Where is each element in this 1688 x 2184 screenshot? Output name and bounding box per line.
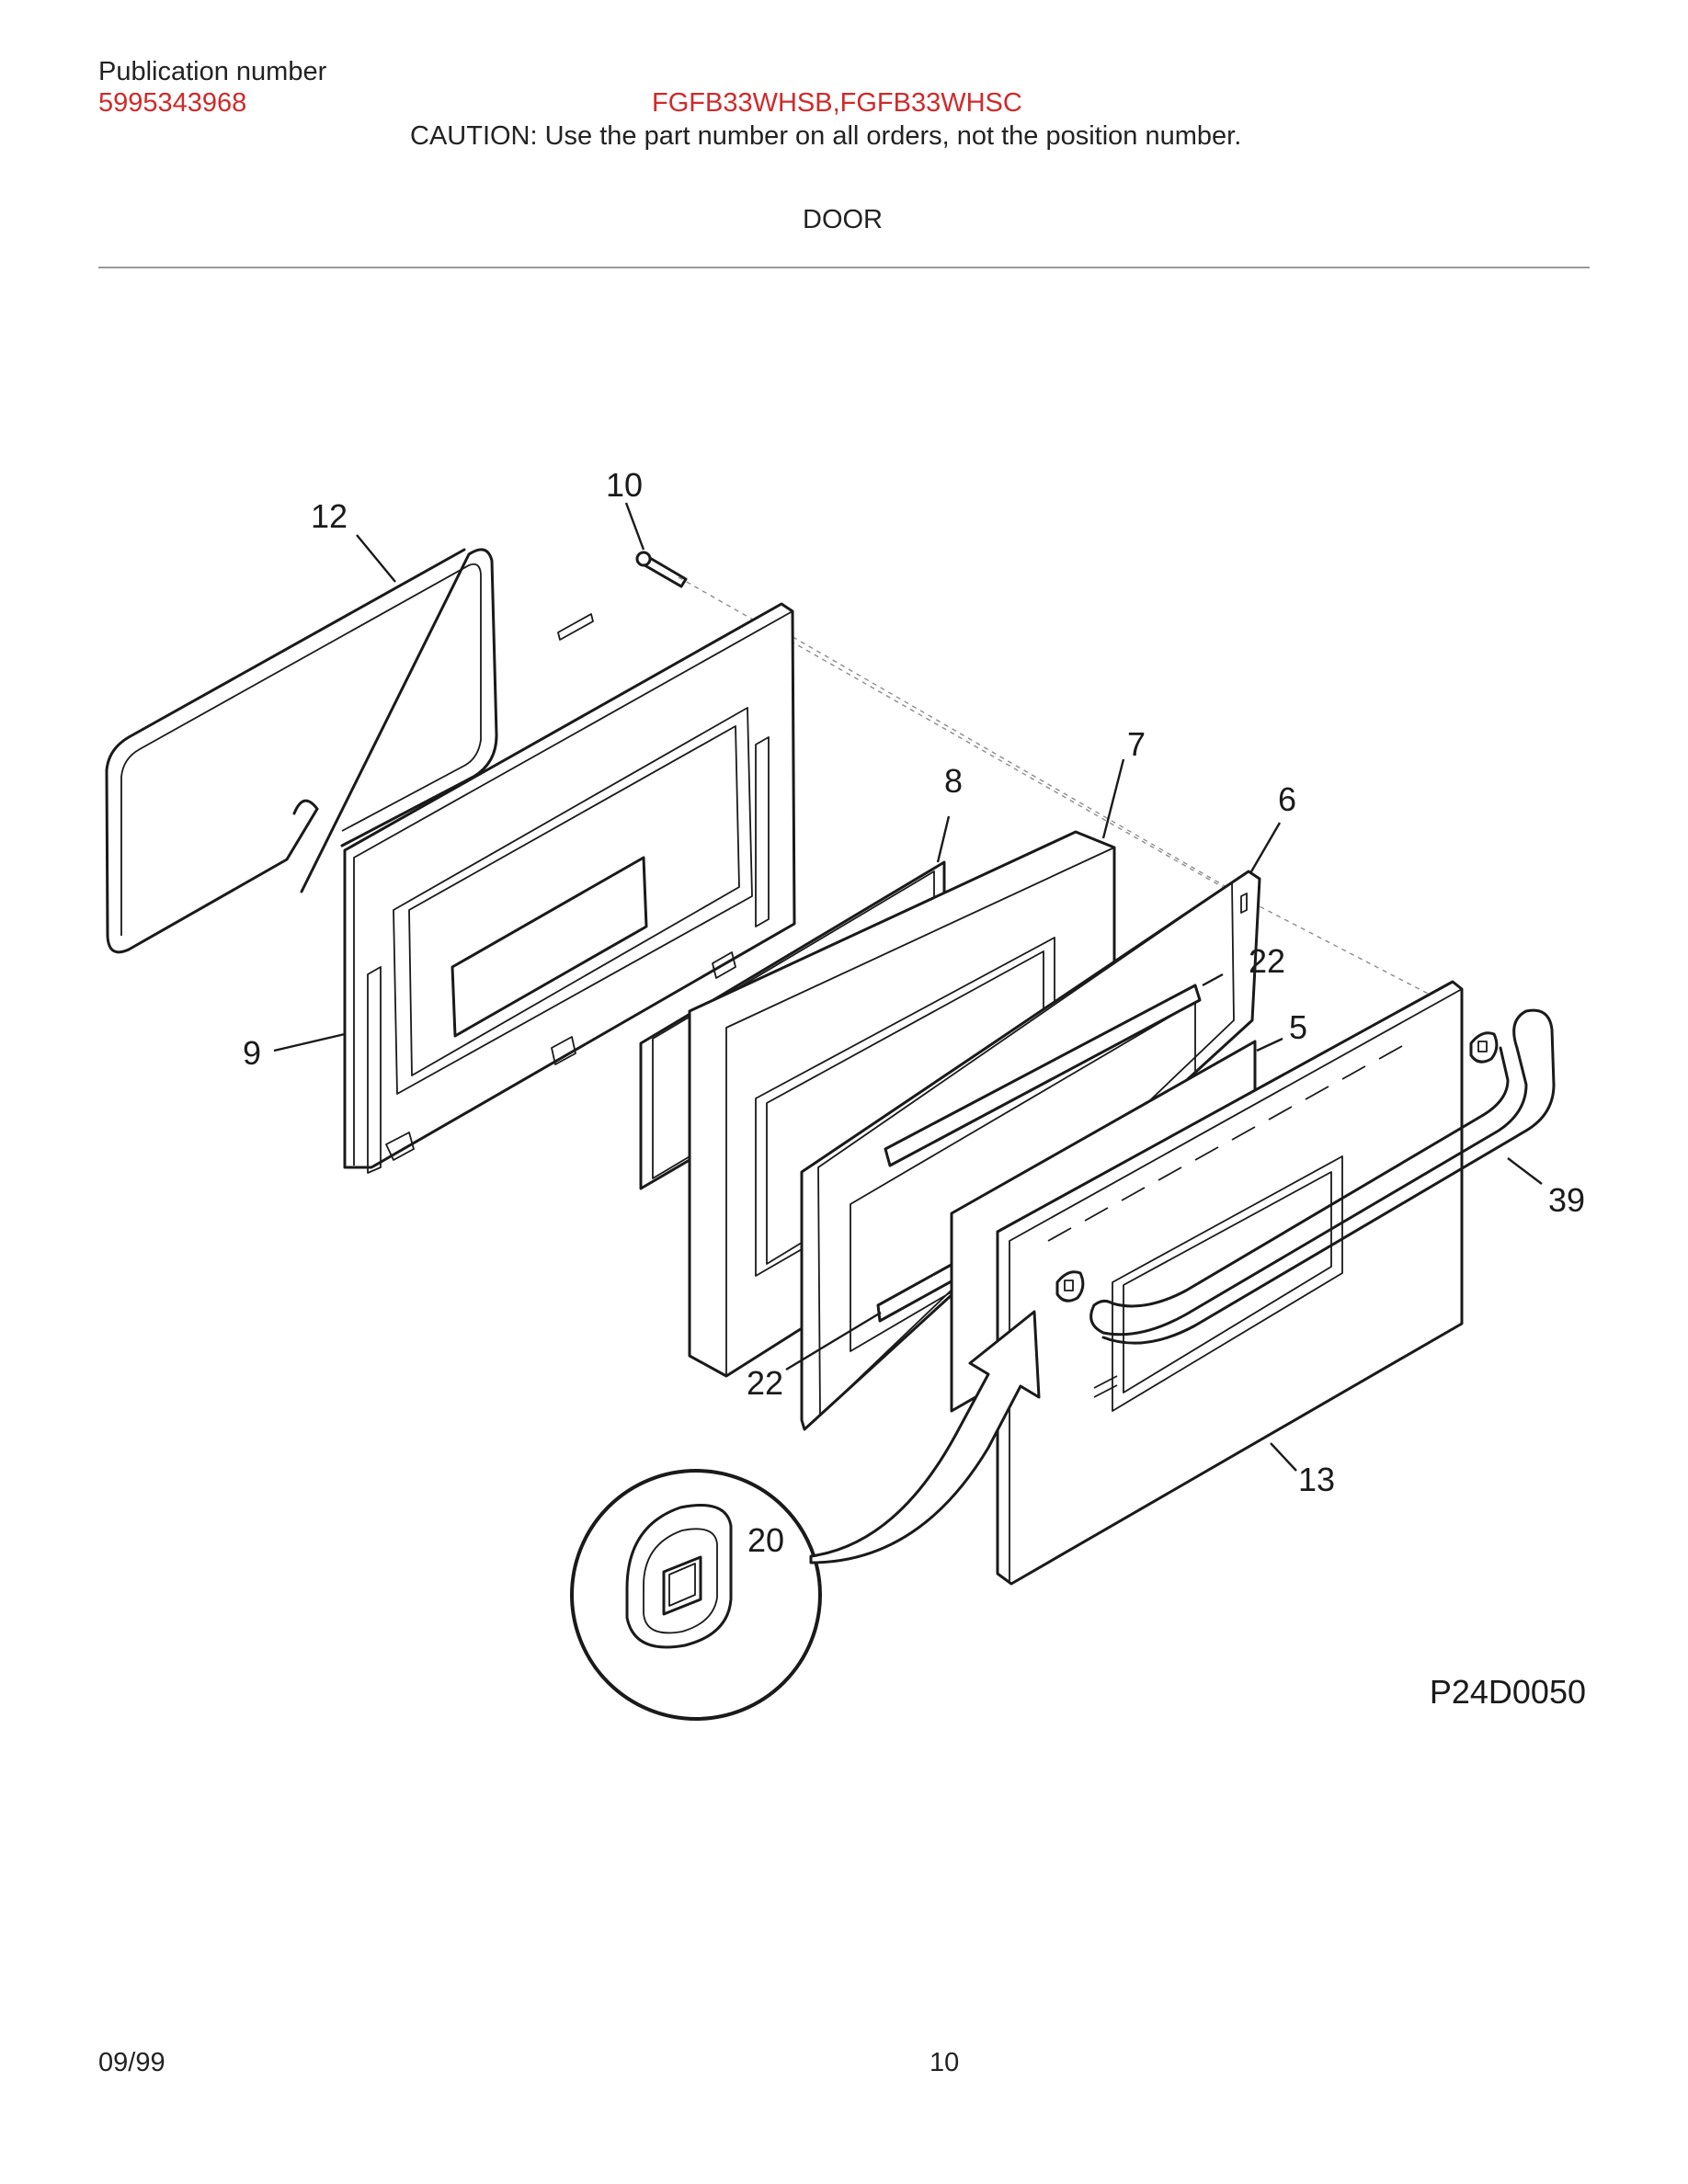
- callout-labels: 12 10 7 8 6 22 5 9 39 22 13 20: [243, 466, 1585, 1559]
- callout-6: 6: [1278, 780, 1296, 818]
- callout-10: 10: [606, 466, 643, 504]
- callout-9: 9: [243, 1034, 261, 1072]
- header-divider: [98, 267, 1590, 268]
- callout-22-upper: 22: [1249, 942, 1285, 980]
- detail-magnifier: [570, 1469, 822, 1721]
- callout-39: 39: [1548, 1181, 1585, 1219]
- leader-lines: [273, 502, 1543, 1472]
- model-numbers: FGFB33WHSB,FGFB33WHSC: [652, 88, 1022, 118]
- upper-channel-part: [884, 984, 1202, 1167]
- section-title: DOOR: [803, 205, 883, 234]
- screw-part: [635, 551, 688, 588]
- callout-8: 8: [944, 762, 963, 800]
- caution-note: CAUTION: Use the part number on all orde…: [410, 121, 1242, 151]
- callout-5: 5: [1289, 1008, 1307, 1046]
- publication-number: 5995343968: [98, 88, 247, 118]
- callout-20: 20: [747, 1521, 784, 1559]
- detail-arrow: [809, 1310, 1041, 1564]
- callout-7: 7: [1127, 725, 1146, 763]
- handle-spacers: [1055, 1031, 1499, 1302]
- callout-22-lower: 22: [747, 1364, 783, 1402]
- inner-door-liner-part: [343, 602, 796, 1174]
- door-handle-part: [1089, 1008, 1556, 1345]
- page-number: 10: [930, 2048, 960, 2077]
- outer-door-panel-part: [996, 980, 1464, 1586]
- door-gasket-part: [105, 548, 498, 954]
- callout-13: 13: [1298, 1461, 1335, 1498]
- figure-code: P24D0050: [1430, 1673, 1586, 1711]
- callout-12: 12: [311, 497, 348, 535]
- publication-label: Publication number: [98, 57, 327, 86]
- footer-date: 09/99: [98, 2048, 165, 2077]
